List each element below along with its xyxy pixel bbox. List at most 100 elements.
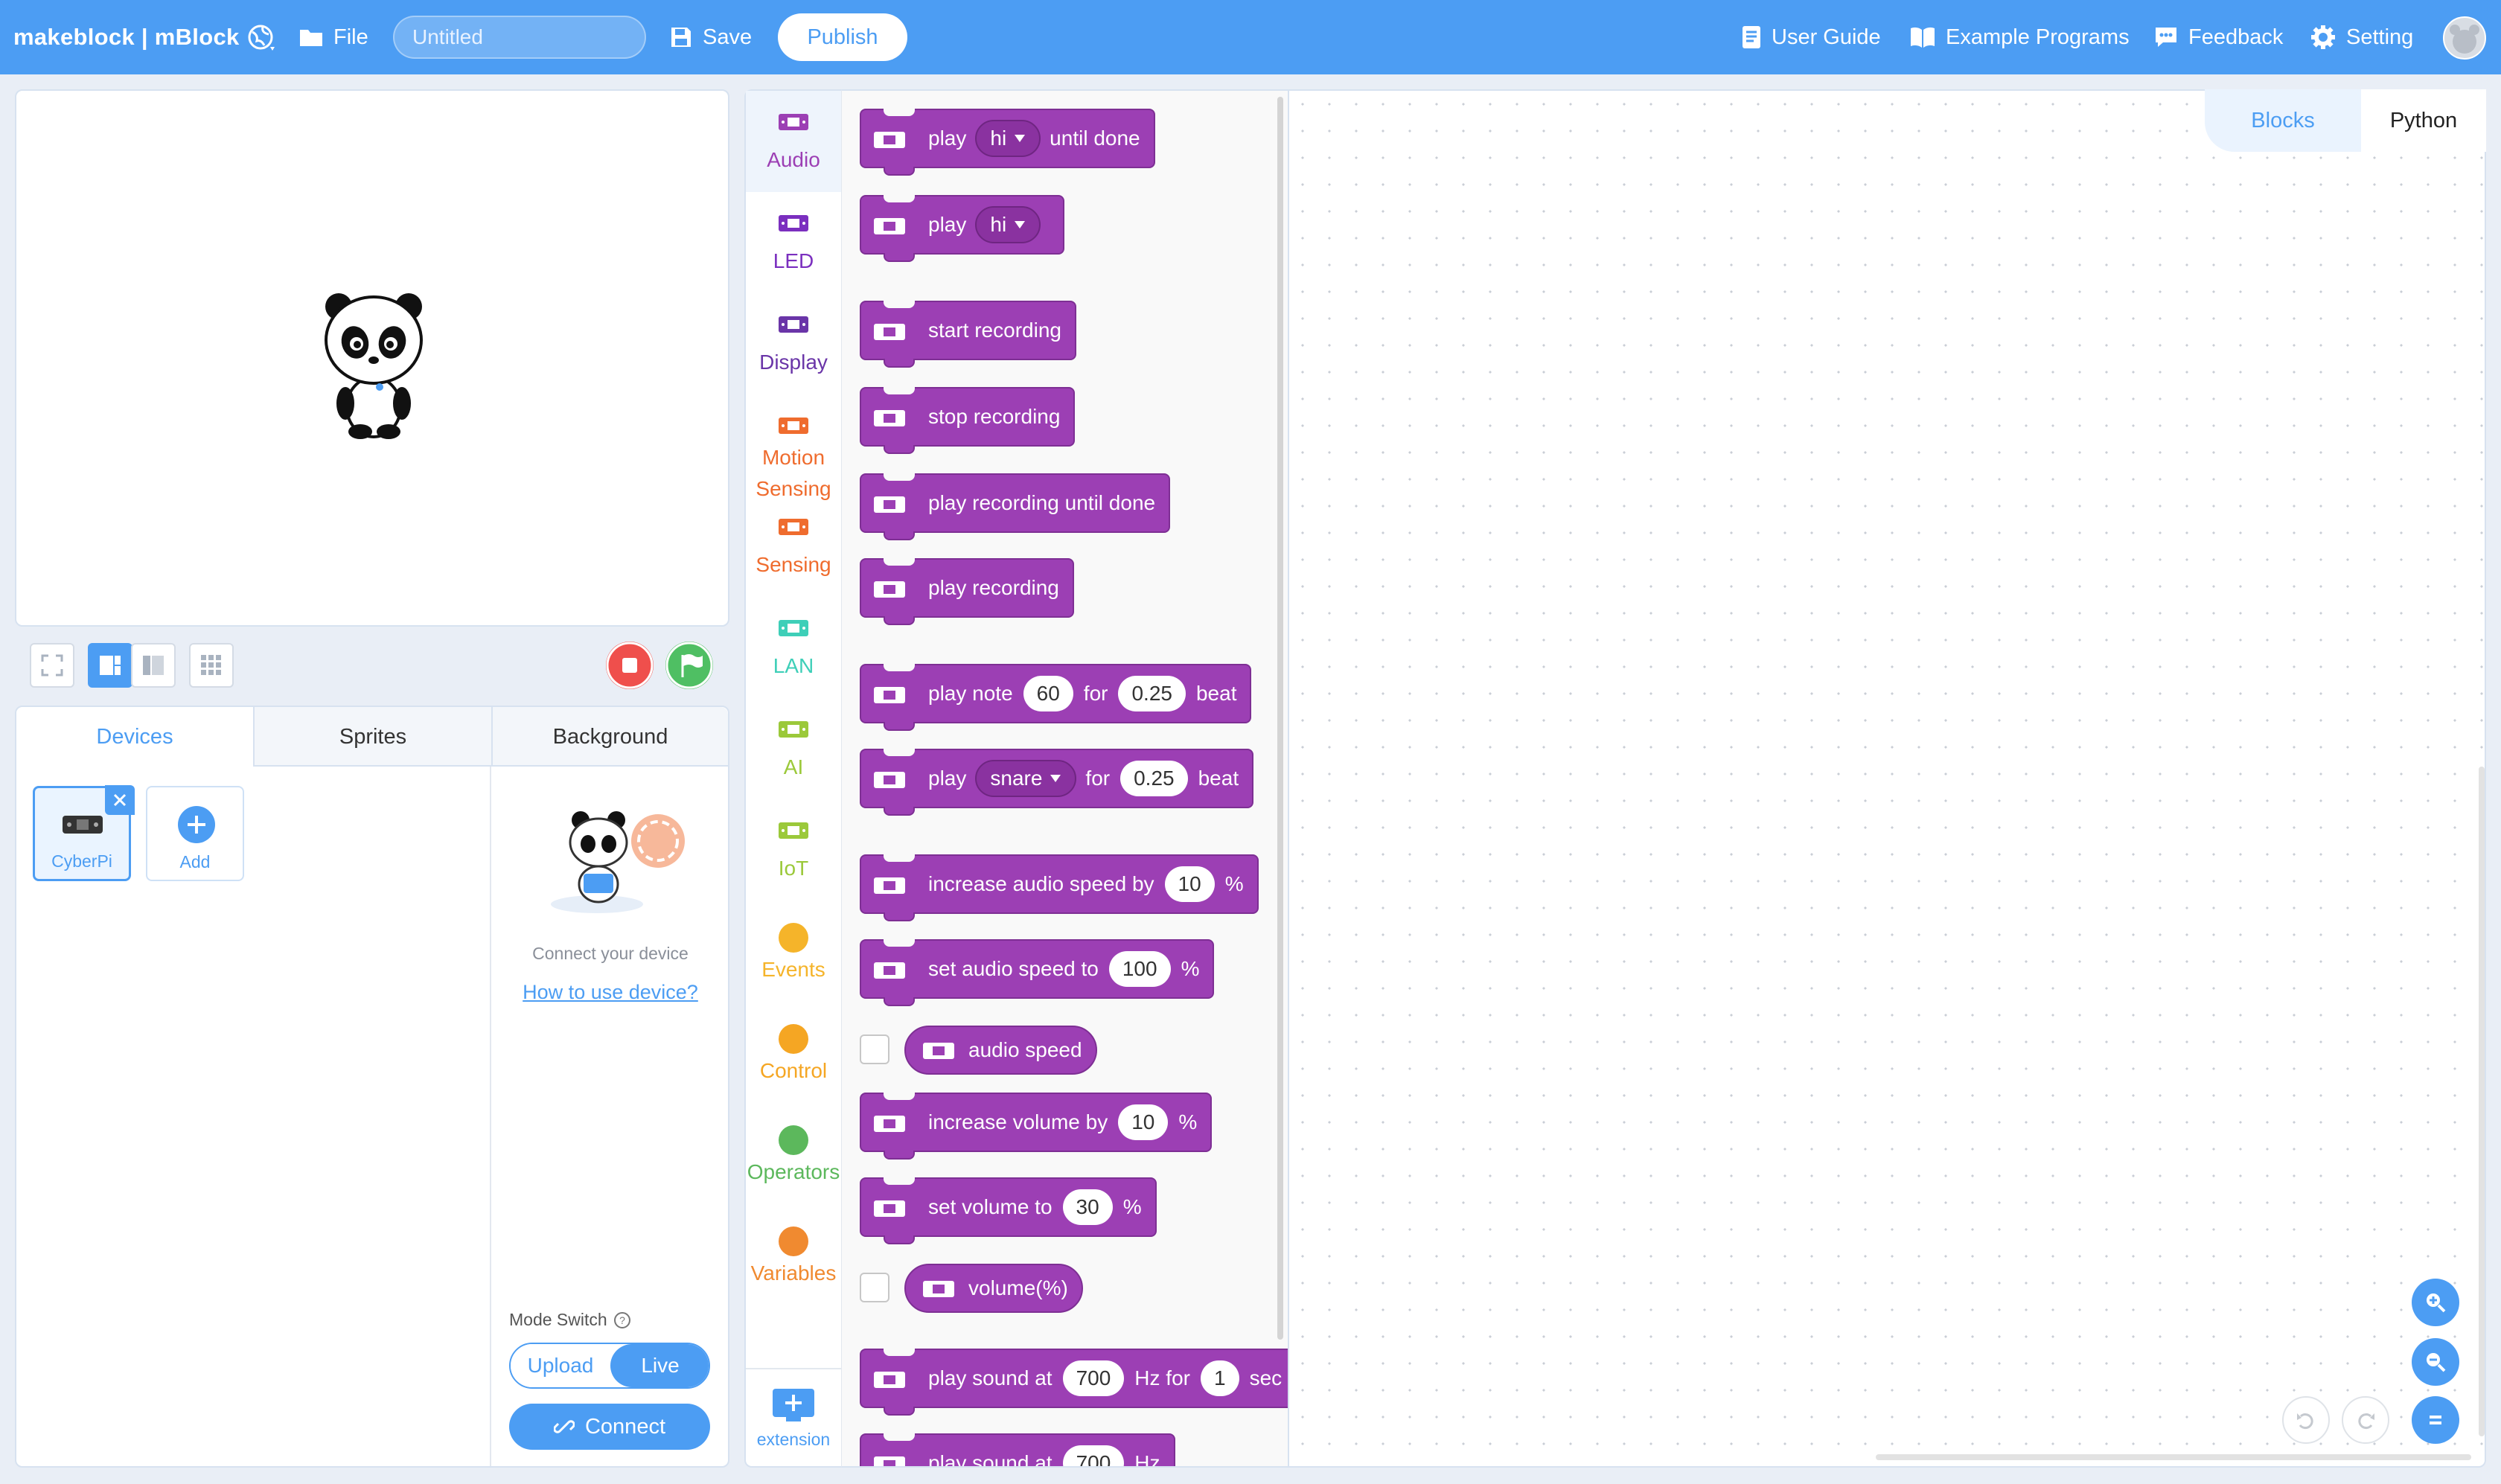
category-display[interactable]: Display <box>746 293 841 394</box>
audio-speed-checkbox[interactable] <box>860 1034 889 1064</box>
category-led[interactable]: LED <box>746 192 841 293</box>
volume-checkbox[interactable] <box>860 1273 889 1302</box>
mode-upload-option[interactable]: Upload <box>511 1344 610 1387</box>
category-events[interactable]: Events <box>746 901 841 1002</box>
app-logo[interactable]: makeblock | mBlock <box>13 24 240 50</box>
category-iot[interactable]: IoT <box>746 799 841 901</box>
block-audio-speed-reporter[interactable]: audio speed <box>904 1026 1097 1075</box>
green-flag-button[interactable] <box>665 642 713 689</box>
undo-icon <box>2297 1413 2313 1429</box>
user-guide-link[interactable]: User Guide <box>1742 0 1881 74</box>
save-button[interactable]: Save <box>670 0 752 74</box>
how-to-use-device-link[interactable]: How to use device? <box>523 981 698 1003</box>
save-icon <box>671 28 691 47</box>
small-stage-button[interactable] <box>131 643 176 688</box>
add-device-button[interactable]: Add <box>146 786 244 881</box>
feedback-icon <box>2156 28 2176 47</box>
category-ai[interactable]: AI <box>746 698 841 799</box>
note-input[interactable]: 60 <box>1023 676 1073 711</box>
block-increase-volume[interactable]: increase volume by 10 % <box>860 1093 1213 1160</box>
category-lan[interactable]: LAN <box>746 597 841 698</box>
zoom-reset-button[interactable] <box>2412 1396 2459 1444</box>
workspace-vertical-scrollbar[interactable] <box>2479 767 2485 1436</box>
block-increase-audio-speed[interactable]: increase audio speed by 10 % <box>860 854 1259 921</box>
mode-live-option[interactable]: Live <box>610 1344 709 1387</box>
stop-button[interactable] <box>606 642 654 689</box>
category-operators[interactable]: Operators <box>746 1103 841 1204</box>
category-control[interactable]: Control <box>746 1002 841 1103</box>
block-start-recording[interactable]: start recording <box>860 301 1076 368</box>
example-programs-link[interactable]: Example Programs <box>1910 0 2130 74</box>
volume-input[interactable]: 30 <box>1062 1189 1113 1225</box>
mode-switch-toggle[interactable]: Upload Live <box>509 1343 710 1389</box>
drum-dropdown[interactable]: snare <box>975 760 1077 797</box>
zoom-in-button[interactable] <box>2412 1279 2459 1326</box>
block-stop-recording[interactable]: stop recording <box>860 387 1076 454</box>
block-play-drum[interactable]: play snare for 0.25 beat <box>860 749 1254 816</box>
feedback-link[interactable]: Feedback <box>2154 0 2283 74</box>
block-play-until-done[interactable]: play hi until done <box>860 109 1155 176</box>
block-play[interactable]: play hi <box>860 195 1065 262</box>
undo-button[interactable] <box>2282 1396 2330 1444</box>
category-motion-sensing[interactable]: Motion Sensing <box>746 394 841 500</box>
panda-sprite[interactable] <box>314 277 433 441</box>
setting-menu[interactable]: Setting <box>2310 0 2413 74</box>
grid-view-button[interactable] <box>189 643 234 688</box>
extension-button[interactable]: extension <box>746 1368 841 1471</box>
block-play-sound-for[interactable]: play sound at 700 Hz for 1 sec <box>860 1349 1288 1416</box>
block-set-audio-speed[interactable]: set audio speed to 100 % <box>860 939 1215 1006</box>
help-icon[interactable]: ? <box>613 1311 631 1329</box>
category-variables[interactable]: Variables <box>746 1204 841 1305</box>
led-icon <box>779 215 808 231</box>
block-volume-reporter[interactable]: volume(%) <box>904 1264 1083 1313</box>
volume-input[interactable]: 10 <box>1118 1104 1169 1140</box>
workspace-horizontal-scrollbar[interactable] <box>1876 1454 2471 1460</box>
language-globe-icon[interactable] <box>248 25 276 55</box>
block-play-recording-until-done[interactable]: play recording until done <box>860 473 1171 540</box>
large-stage-button[interactable] <box>88 643 132 688</box>
publish-button[interactable]: Publish <box>778 13 907 61</box>
category-label: Variables <box>750 1261 837 1285</box>
block-play-note[interactable]: play note 60 for 0.25 beat <box>860 664 1252 731</box>
category-audio[interactable]: Audio <box>746 91 841 192</box>
zoom-out-button[interactable] <box>2412 1338 2459 1386</box>
tab-devices[interactable]: Devices <box>16 707 253 767</box>
sound-dropdown[interactable]: hi <box>975 206 1041 243</box>
block-play-sound[interactable]: play sound at 700 Hz <box>860 1433 1175 1466</box>
device-card-cyberpi[interactable]: CyberPi <box>33 785 135 881</box>
block-play-recording[interactable]: play recording <box>860 558 1074 625</box>
redo-button[interactable] <box>2342 1396 2389 1444</box>
file-menu[interactable]: File <box>299 0 368 74</box>
tab-blocks[interactable]: Blocks <box>2205 89 2361 152</box>
category-label: AI <box>783 755 804 778</box>
beat-input[interactable]: 0.25 <box>1120 761 1188 796</box>
speed-input[interactable]: 10 <box>1164 866 1215 902</box>
fullscreen-button[interactable] <box>30 643 74 688</box>
cyberpi-icon <box>923 1043 954 1059</box>
block-set-volume[interactable]: set volume to 30 % <box>860 1177 1157 1244</box>
add-device-label: Add <box>179 852 211 871</box>
remove-device-button[interactable] <box>105 785 135 815</box>
close-icon <box>113 793 127 807</box>
user-avatar[interactable] <box>2443 16 2486 60</box>
connect-device-illustration <box>551 811 685 913</box>
tab-python[interactable]: Python <box>2389 109 2458 132</box>
script-workspace[interactable] <box>1289 89 2486 1468</box>
connect-button[interactable]: Connect <box>509 1404 710 1450</box>
frequency-input[interactable]: 700 <box>1062 1360 1125 1396</box>
tab-background[interactable]: Background <box>491 707 728 767</box>
duration-input[interactable]: 1 <box>1200 1360 1239 1396</box>
palette-scrollbar[interactable] <box>1277 97 1283 1340</box>
speed-input[interactable]: 100 <box>1108 951 1171 987</box>
device-panel: Devices Sprites Background CyberPi Add C… <box>15 706 729 1468</box>
layout-small-icon <box>143 656 164 675</box>
category-active-highlight <box>746 91 841 192</box>
stage[interactable] <box>15 89 729 627</box>
project-title-input[interactable] <box>393 16 646 59</box>
sound-dropdown[interactable]: hi <box>975 120 1041 157</box>
frequency-input[interactable]: 700 <box>1062 1445 1125 1466</box>
beat-input[interactable]: 0.25 <box>1118 676 1186 711</box>
tab-sprites[interactable]: Sprites <box>253 707 491 767</box>
category-sensing[interactable]: Sensing <box>746 496 841 597</box>
cyberpi-icon <box>874 1372 905 1388</box>
